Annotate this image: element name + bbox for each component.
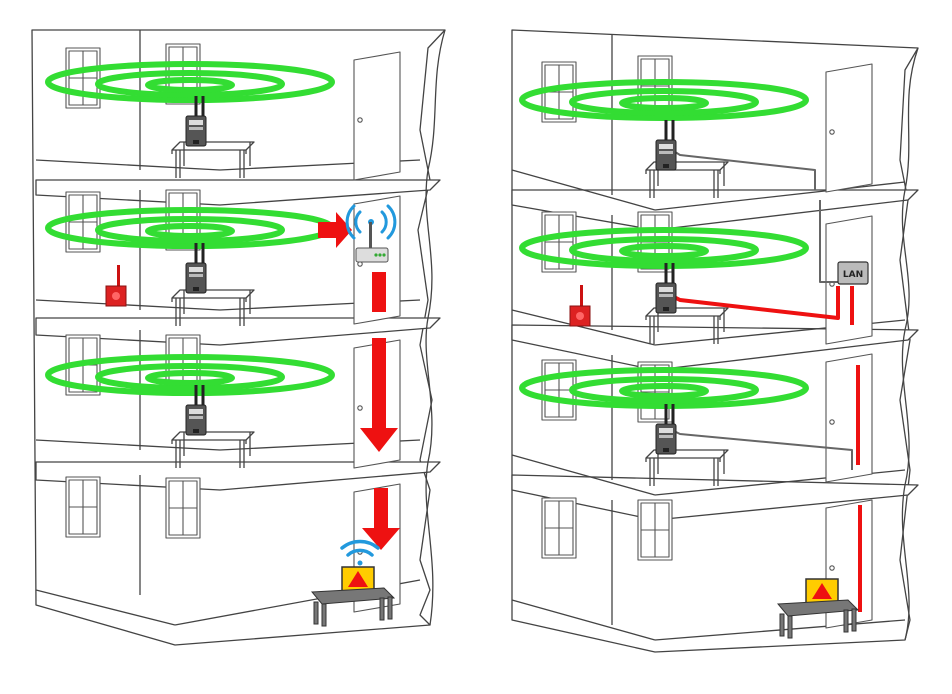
right-building [511,29,919,653]
warning-triangle-icon [812,583,832,599]
right-floor-slabs [511,35,919,641]
left-building [31,29,446,646]
cable-grey [819,200,840,283]
left-signal-rings [45,61,335,396]
warning-triangle-icon [348,571,368,587]
arrow-down [362,488,400,550]
fire-alarm-icon [569,285,591,327]
table [776,599,860,639]
window [165,477,201,539]
right-signal-rings [519,79,809,409]
arrow-shaft [372,272,386,312]
door [825,353,873,483]
left-wall-edge [425,29,446,626]
wifi-icon [340,539,380,566]
lan-label: LAN [843,270,863,280]
table [310,587,396,627]
window [65,476,101,538]
window [65,47,101,109]
door [825,63,873,193]
arrow-down [360,338,398,452]
arrow-right [318,212,352,248]
fire-alarm-icon [105,265,127,307]
window [637,499,673,561]
right-wall-edge [901,47,919,641]
lan-switch-icon: LAN [837,261,869,285]
door [353,51,401,181]
window [541,497,577,559]
wifi-router-icon [345,204,397,263]
left-signal-arrows [318,212,400,550]
